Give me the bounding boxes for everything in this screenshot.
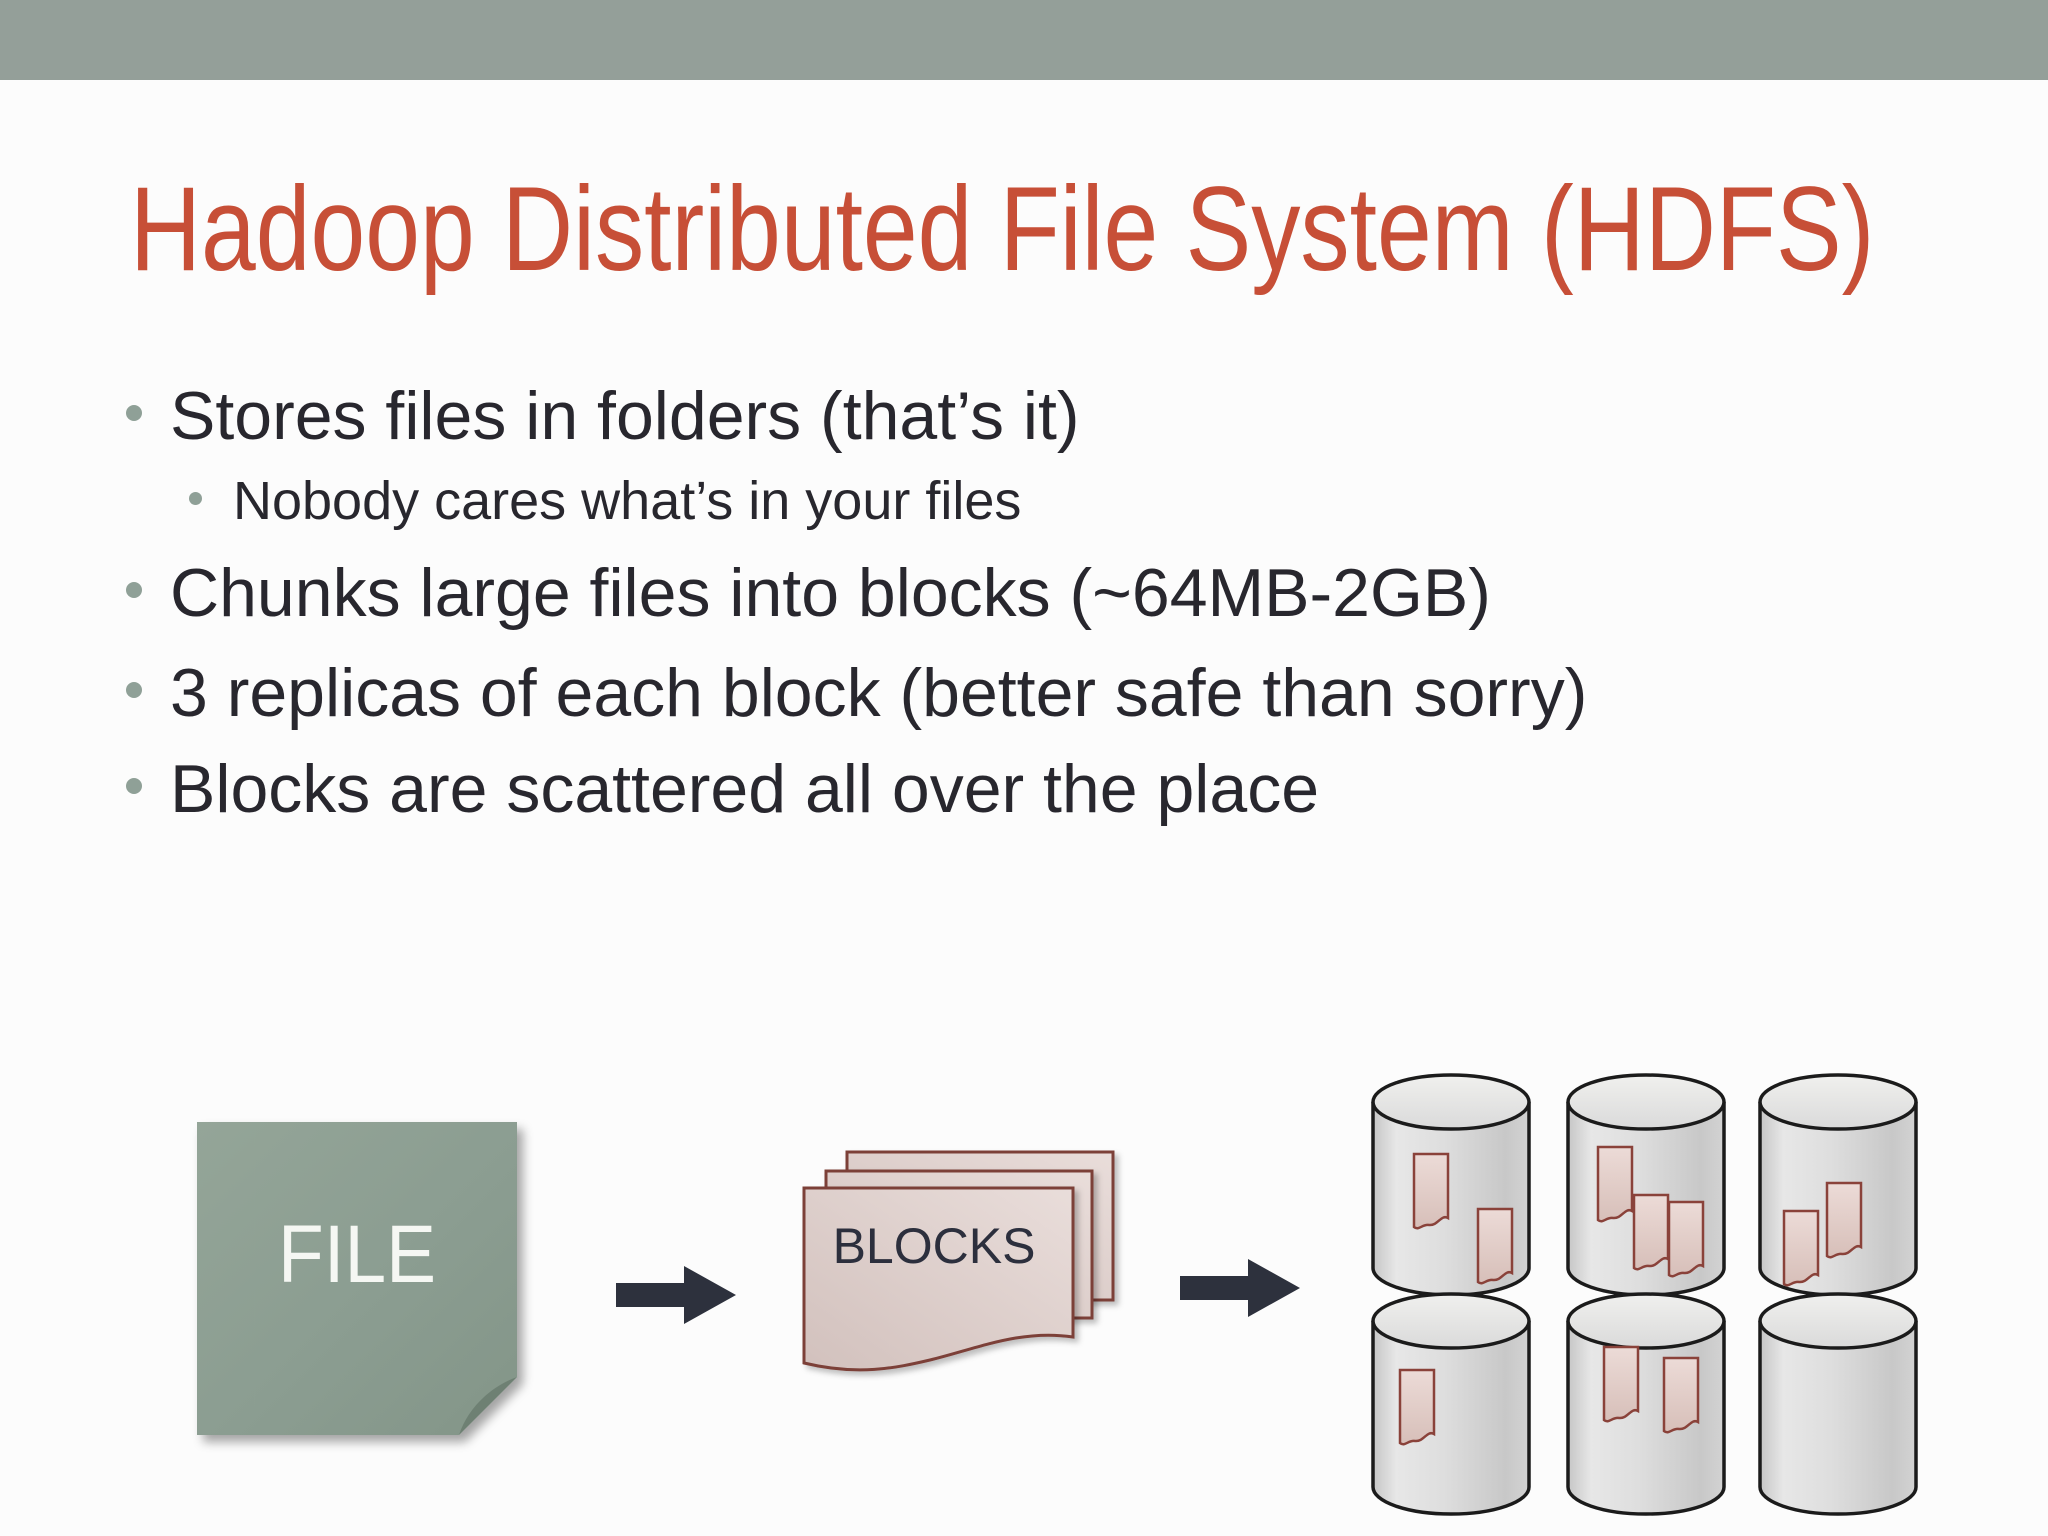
block-sheet-front [802,1186,1075,1372]
block-tag-icon [1596,1145,1634,1223]
block-tag-icon [1825,1181,1863,1259]
bullet-text: Chunks large files into blocks (~64MB-2G… [170,555,1491,631]
block-tag-icon [1667,1200,1705,1278]
block-tag-icon [1398,1368,1436,1446]
bullet-text: Stores files in folders (that’s it) [170,378,1080,454]
block-tag-icon [1632,1193,1670,1271]
bullet-dot-icon [126,778,142,794]
storage-node-cylinder [1758,1073,1918,1297]
block-tag-icon [1602,1345,1640,1423]
bullet-text: Blocks are scattered all over the place [170,751,1320,827]
blocks-stack: BLOCKS [802,1150,1115,1372]
bullet-dot-icon [126,582,142,598]
block-tag-icon [1782,1209,1820,1287]
block-tag-icon [1412,1152,1450,1230]
file-label: FILE [278,1209,436,1300]
bullet-item: Blocks are scattered all over the place [126,750,1319,828]
blocks-label: BLOCKS [833,1218,1036,1274]
storage-node-cylinder [1371,1073,1531,1297]
block-tag-icon [1662,1356,1700,1434]
bullet-dot-icon [126,682,142,698]
bullet-text: 3 replicas of each block (better safe th… [170,655,1588,731]
arrow-right-icon [1180,1259,1300,1317]
storage-node-cylinder [1566,1073,1726,1297]
bullet-text: Nobody cares what’s in your files [233,471,1022,531]
storage-node-cylinder [1371,1292,1531,1516]
storage-node-cylinder [1758,1292,1918,1516]
folded-corner-icon [459,1377,517,1435]
slide-top-banner [0,0,2048,80]
bullet-item: 3 replicas of each block (better safe th… [126,654,1587,732]
slide-title: Hadoop Distributed File System (HDFS) [130,162,1875,296]
storage-node-cylinder [1566,1292,1726,1516]
bullet-item: Stores files in folders (that’s it) [126,377,1080,455]
bullet-dot-icon [189,492,202,505]
bullet-item: Chunks large files into blocks (~64MB-2G… [126,554,1491,632]
bullet-dot-icon [126,405,142,421]
arrow-right-icon [616,1266,736,1324]
file-icon: FILE [197,1122,517,1435]
block-tag-icon [1476,1207,1514,1285]
bullet-subitem: Nobody cares what’s in your files [189,470,1021,532]
